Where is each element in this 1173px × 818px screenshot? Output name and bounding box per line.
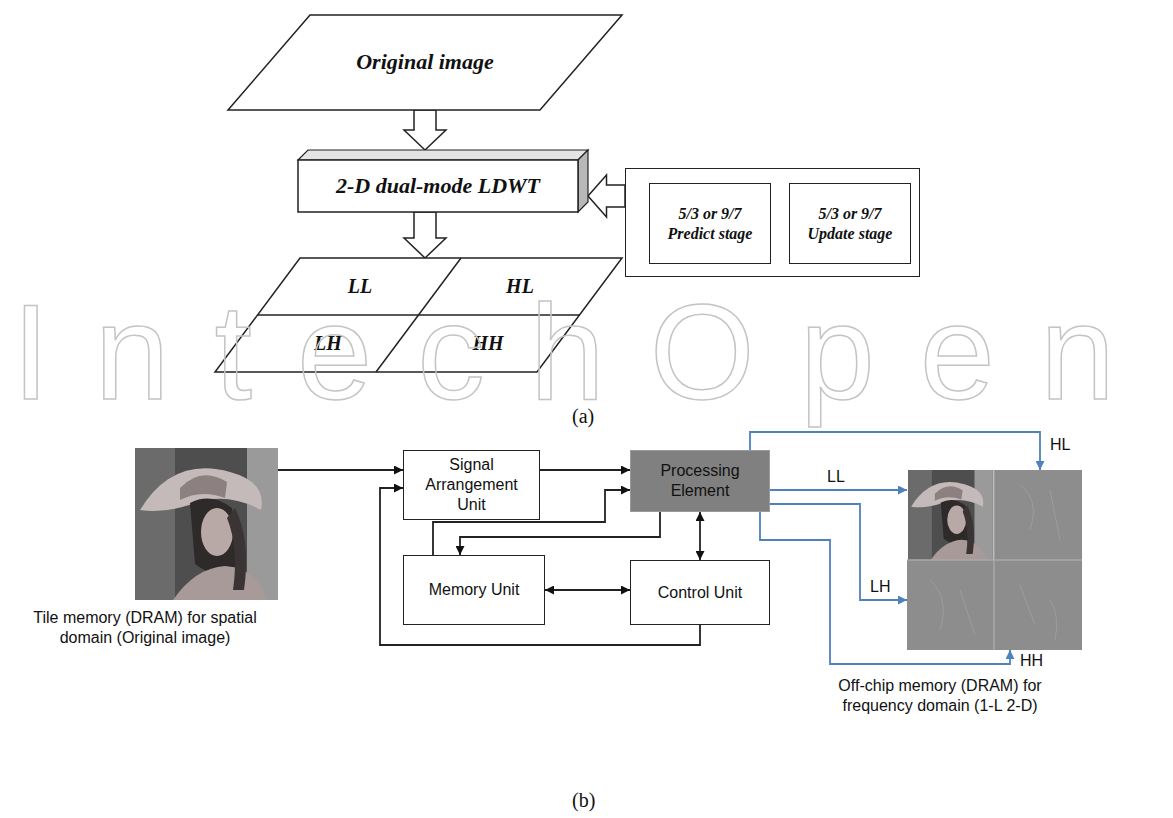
stage-box: 5/3 or 9/7 Update stage [789,183,911,264]
transform-block: 2-D dual-mode LDWT [298,160,578,212]
subband-image [907,470,1082,650]
connector-arrow [770,489,907,491]
node-text: Processing Element [637,461,763,501]
memory-caption: Tile memory (DRAM) for spatial domain (O… [5,608,285,648]
process-box: Memory Unit [403,555,545,625]
hl-subband [994,470,1082,560]
subband-detail [930,485,1060,640]
node-text: 5/3 or 9/7 Update stage [796,204,904,242]
connector-arrow [750,432,1040,470]
subband-divider [907,559,1082,561]
hh-subband [994,560,1082,650]
block-side-face [578,150,588,212]
memory-image: Tile memory (DRAM) for spatial domain (O… [135,448,278,600]
block-front-face [298,160,578,212]
parallelogram-outline [228,15,622,110]
panel-label: (b) [572,788,595,812]
connector-arrow [760,512,1010,664]
process-box: Signal Arrangement Unit [403,450,540,520]
image-parallelogram: Original image [228,15,622,110]
block-arrow [588,175,625,217]
node-text: 5/3 or 9/7 Predict stage [656,204,764,242]
connector-arrow [278,469,403,471]
block-top-face [298,150,588,160]
process-box: Processing Element [630,450,770,512]
stage-group-box: 5/3 or 9/7 Predict stage 5/3 or 9/7 Updat… [625,168,920,277]
block-arrow [404,212,446,258]
process-box: Control Unit [630,560,770,625]
node-text: 2-D dual-mode LDWT [336,173,540,199]
block-arrow [404,110,446,150]
node-text: Original image [356,49,494,75]
memory-image: Off-chip memory (DRAM) for frequency dom… [907,470,1082,650]
connector-arrow [770,504,907,600]
subband-name: LH [868,578,892,596]
connector-arrow [699,512,701,560]
original-image-picture [135,448,278,600]
node-text: Memory Unit [429,580,520,600]
connector-arrow [545,589,630,591]
lh-subband [907,560,994,650]
subband-name: HH [1018,652,1045,670]
ll-subband-picture [908,470,993,560]
memory-caption: Off-chip memory (DRAM) for frequency dom… [815,676,1065,716]
node-text: Signal Arrangement Unit [410,455,533,515]
stage-box: 5/3 or 9/7 Predict stage [649,183,771,264]
node-text: Control Unit [658,583,742,603]
subband-name: HL [1048,436,1072,454]
subband-name: LL [825,468,847,486]
panel-label: (a) [572,404,594,428]
connector-arrow [540,469,630,471]
watermark: IntechOpen [12,285,1160,420]
